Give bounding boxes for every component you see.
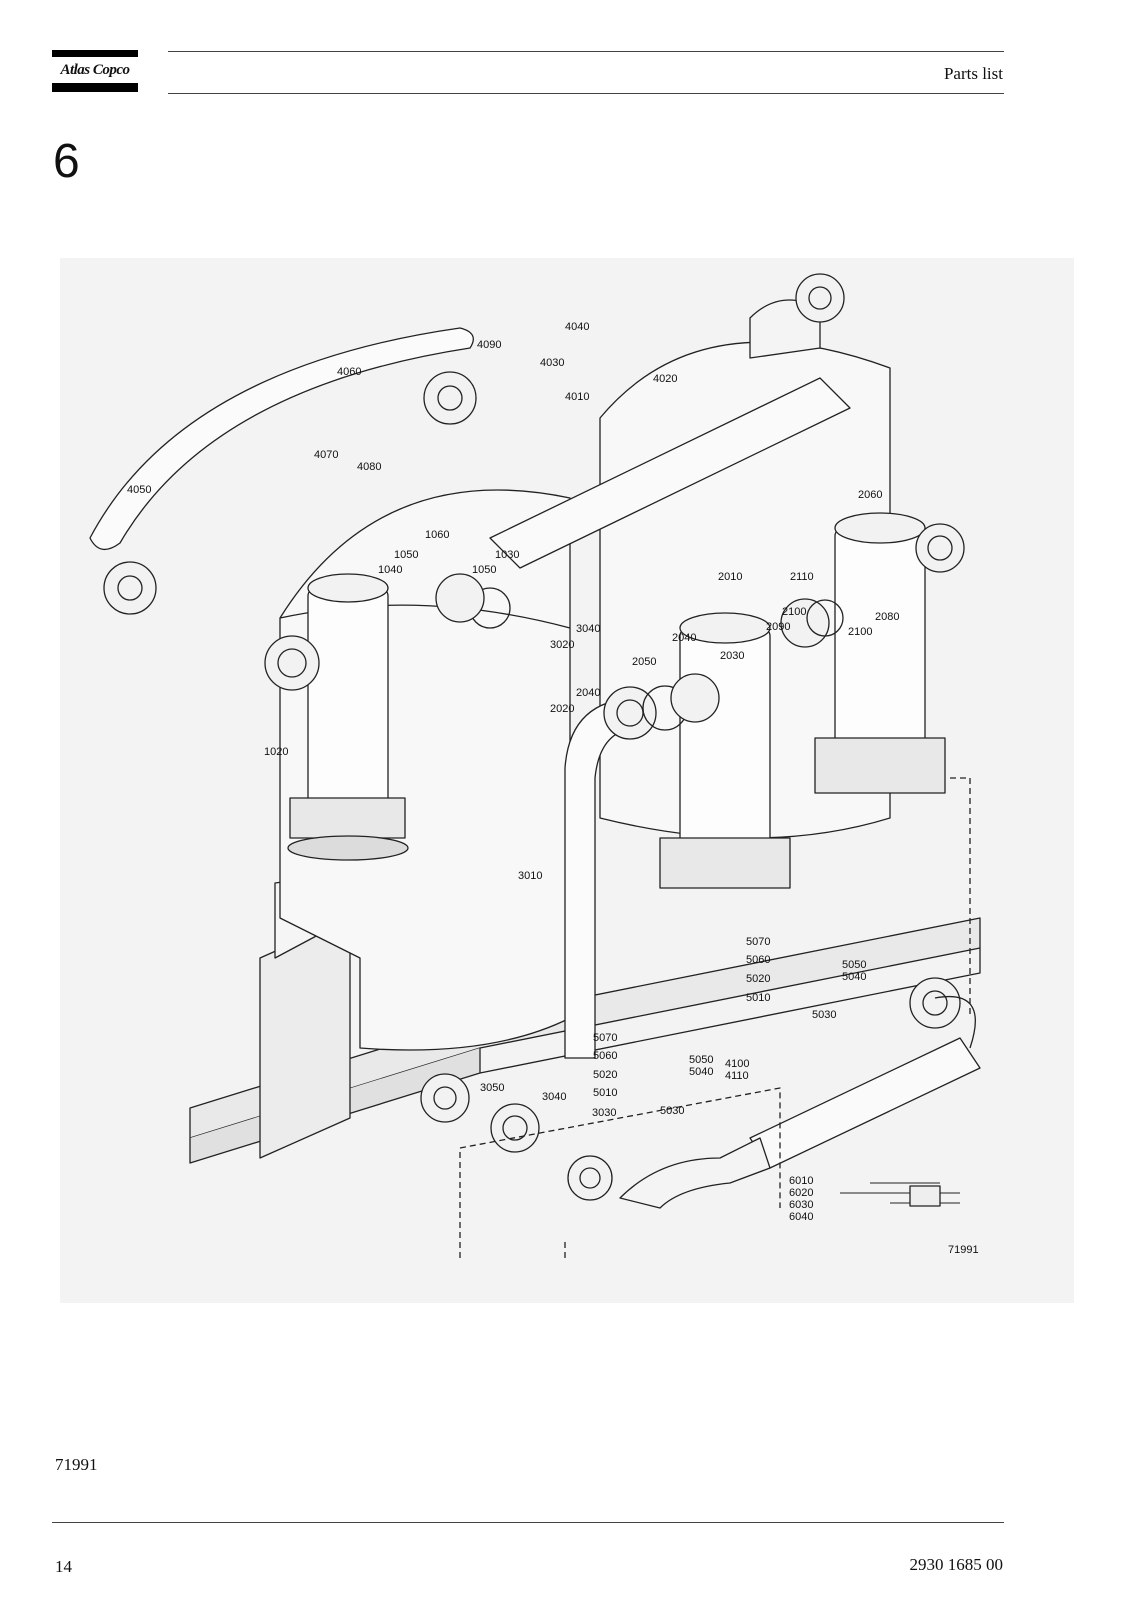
logo-bar-top xyxy=(52,50,138,57)
footer-rule xyxy=(52,1522,1004,1523)
callout-6040: 6040 xyxy=(789,1211,813,1223)
callout-4080: 4080 xyxy=(357,461,381,473)
callout-2050: 2050 xyxy=(632,656,656,668)
drawing-number: 71991 xyxy=(948,1244,979,1256)
callout-5010-a: 5010 xyxy=(746,992,770,1004)
figure-reference: 71991 xyxy=(55,1455,98,1474)
callout-2080: 2080 xyxy=(875,611,899,623)
callout-4090: 4090 xyxy=(477,339,501,351)
callout-4030: 4030 xyxy=(540,357,564,369)
callout-5050-b: 5050 xyxy=(689,1054,713,1066)
callout-4100: 4100 xyxy=(725,1058,749,1070)
callout-6020: 6020 xyxy=(789,1187,813,1199)
callout-1050-a: 1050 xyxy=(394,549,418,561)
callout-3010: 3010 xyxy=(518,870,542,882)
page-number: 14 xyxy=(55,1557,72,1576)
document-number: 2930 1685 00 xyxy=(909,1555,1004,1574)
callout-3040-a: 3040 xyxy=(576,623,600,635)
exploded-parts-drawing: 4040 4030 4010 4020 4090 4060 4070 4080 … xyxy=(60,258,1074,1303)
callout-5020-a: 5020 xyxy=(746,973,770,985)
callout-5070-b: 5070 xyxy=(593,1032,617,1044)
callout-2090: 2090 xyxy=(766,621,790,633)
callout-5060-a: 5060 xyxy=(746,954,770,966)
callout-2030: 2030 xyxy=(720,650,744,662)
logo-wordmark: Atlas Copco xyxy=(60,62,130,78)
callout-1040: 1040 xyxy=(378,564,402,576)
callout-3030: 3030 xyxy=(592,1107,616,1119)
header-rule-top xyxy=(168,51,1004,52)
callout-4070: 4070 xyxy=(314,449,338,461)
callout-6030: 6030 xyxy=(789,1199,813,1211)
atlas-copco-logo: Atlas Copco xyxy=(52,50,138,92)
callout-4040: 4040 xyxy=(565,321,589,333)
callout-2060: 2060 xyxy=(858,489,882,501)
callout-5010-b: 5010 xyxy=(593,1087,617,1099)
callout-4020: 4020 xyxy=(653,373,677,385)
callout-1060: 1060 xyxy=(425,529,449,541)
callout-4050: 4050 xyxy=(127,484,151,496)
callout-1020: 1020 xyxy=(264,746,288,758)
callout-5030-b: 5030 xyxy=(660,1105,684,1117)
callout-2100-b: 2100 xyxy=(848,626,872,638)
callout-5040-a: 5040 xyxy=(842,971,866,983)
callout-4110: 4110 xyxy=(725,1070,749,1082)
callout-3020: 3020 xyxy=(550,639,574,651)
callout-2010: 2010 xyxy=(718,571,742,583)
callout-5050-a: 5050 xyxy=(842,959,866,971)
callout-5040-b: 5040 xyxy=(689,1066,713,1078)
callout-2100-a: 2100 xyxy=(782,606,806,618)
callout-2110: 2110 xyxy=(790,571,814,583)
callout-2020: 2020 xyxy=(550,703,574,715)
chapter-number: 6 xyxy=(53,135,80,188)
page-header-title: Parts list xyxy=(943,64,1003,83)
callout-2040-b: 2040 xyxy=(576,687,600,699)
callout-5030-a: 5030 xyxy=(812,1009,836,1021)
callout-3040-b: 3040 xyxy=(542,1091,566,1103)
callout-4010: 4010 xyxy=(565,391,589,403)
callout-1050-b: 1050 xyxy=(472,564,496,576)
callout-1030: 1030 xyxy=(495,549,519,561)
logo-bar-bottom xyxy=(52,83,138,92)
header-rule-bottom xyxy=(168,93,1004,94)
callout-labels: 4040 4030 4010 4020 4090 4060 4070 4080 … xyxy=(127,321,979,1256)
callout-6010: 6010 xyxy=(789,1175,813,1187)
drawing-svg: 4040 4030 4010 4020 4090 4060 4070 4080 … xyxy=(89,273,981,1258)
callout-2040-a: 2040 xyxy=(672,632,696,644)
callout-5070-a: 5070 xyxy=(746,936,770,948)
callout-5020-b: 5020 xyxy=(593,1069,617,1081)
callout-4060: 4060 xyxy=(337,366,361,378)
callout-3050: 3050 xyxy=(480,1082,504,1094)
callout-5060-b: 5060 xyxy=(593,1050,617,1062)
